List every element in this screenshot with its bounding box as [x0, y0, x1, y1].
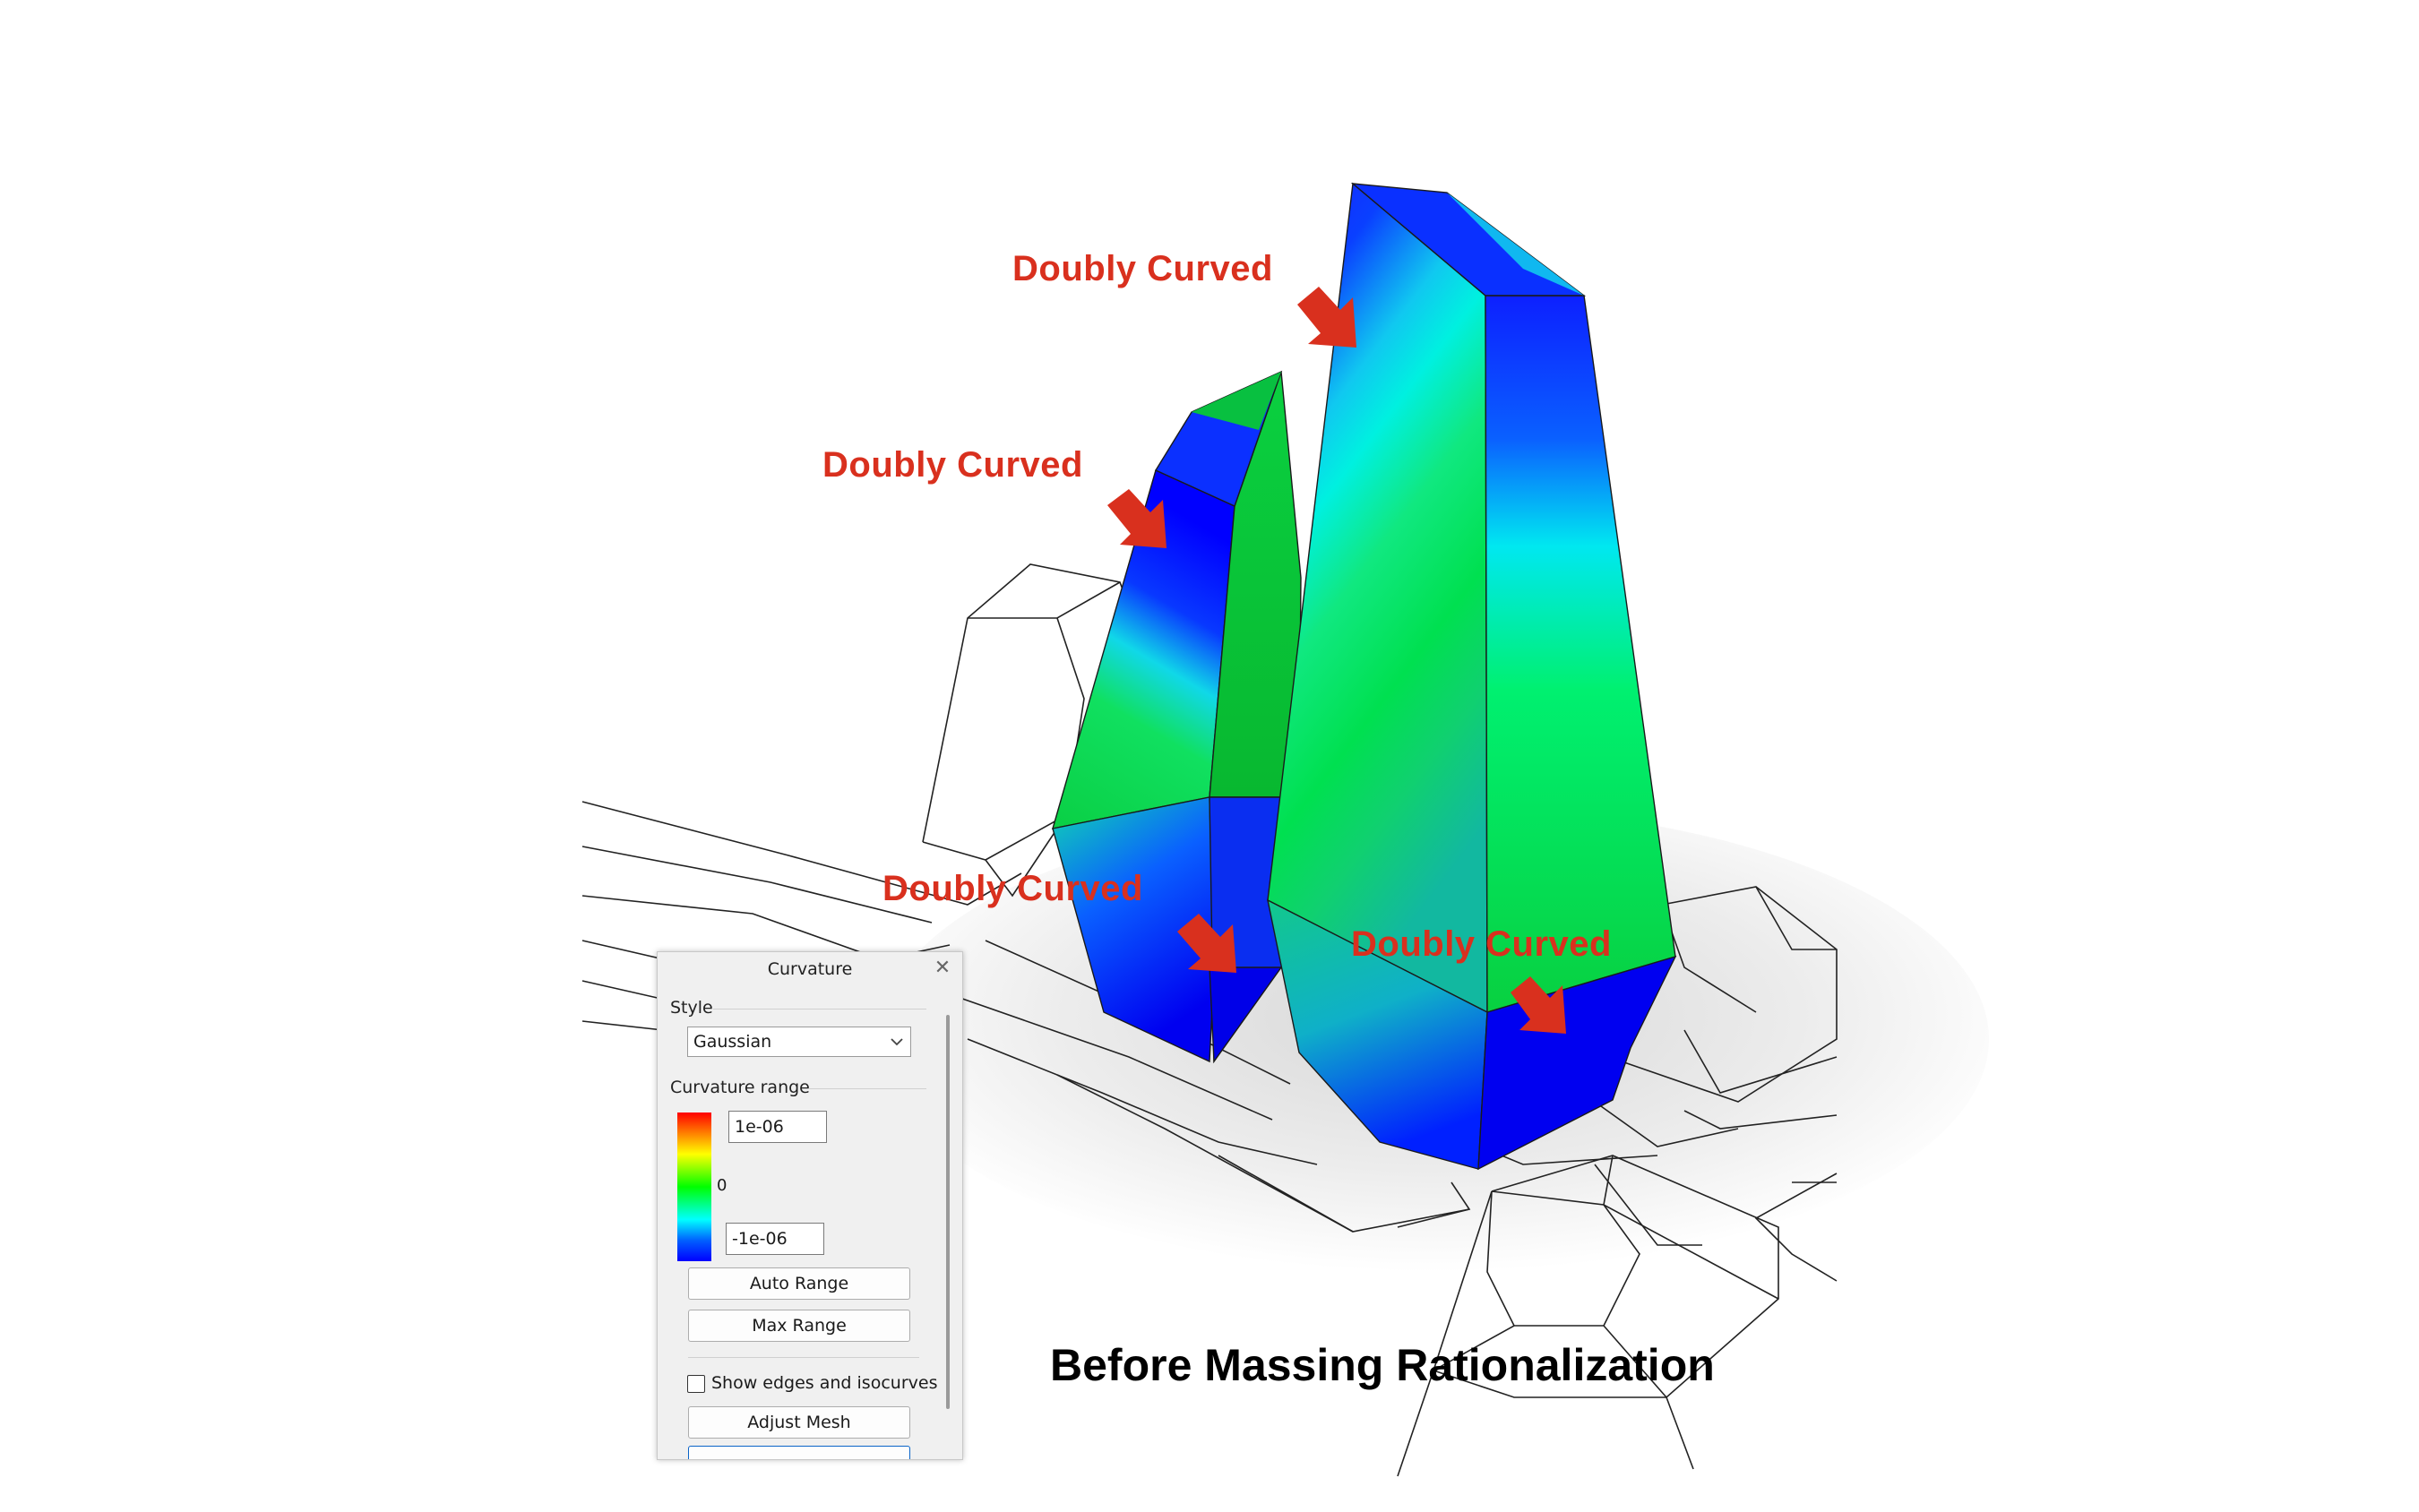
curvature-range-label: Curvature range — [670, 1078, 810, 1097]
show-edges-label: Show edges and isocurves — [711, 1373, 938, 1393]
caption-before-massing: Before Massing Rationalization — [1050, 1340, 1715, 1390]
divider — [688, 1357, 919, 1358]
annotation-doubly-curved-1: Doubly Curved — [1012, 249, 1273, 288]
arrow-icon — [1297, 287, 1356, 348]
arrow-icon — [1177, 914, 1236, 973]
show-edges-checkbox[interactable] — [687, 1375, 705, 1393]
panel-scrollbar[interactable] — [946, 1015, 950, 1409]
small-tower-base-dark — [1209, 966, 1283, 1064]
annotation-arrows — [1107, 287, 1566, 1034]
small-tower-top-inner — [1192, 372, 1281, 430]
small-tower[interactable] — [1052, 370, 1302, 1064]
annotation-doubly-curved-3: Doubly Curved — [882, 869, 1143, 908]
big-tower-lower-front — [1267, 898, 1488, 1170]
arrow-icon — [1511, 976, 1566, 1034]
next-button-partial[interactable] — [688, 1446, 910, 1459]
style-dropdown[interactable]: Gaussian — [687, 1027, 911, 1057]
big-tower-side-face — [1485, 295, 1676, 1013]
chevron-down-icon — [891, 1038, 903, 1046]
close-icon[interactable]: ✕ — [934, 957, 951, 979]
style-dropdown-value: Gaussian — [693, 1032, 772, 1052]
arrow-icon — [1107, 489, 1166, 548]
min-curvature-input[interactable]: -1e-06 — [726, 1223, 824, 1255]
divider — [808, 1088, 926, 1089]
style-label: Style — [670, 998, 713, 1018]
max-range-button[interactable]: Max Range — [688, 1310, 910, 1342]
curvature-panel[interactable]: Curvature ✕ Style Gaussian Curvature ran… — [657, 951, 963, 1460]
max-curvature-input[interactable]: 1e-06 — [728, 1111, 827, 1143]
big-tower-top-inner — [1447, 193, 1584, 296]
annotation-doubly-curved-4: Doubly Curved — [1351, 924, 1612, 964]
auto-range-button[interactable]: Auto Range — [688, 1267, 910, 1300]
big-tower[interactable] — [1267, 182, 1677, 1171]
curvature-color-ramp — [677, 1113, 711, 1261]
zero-label: 0 — [717, 1176, 727, 1195]
panel-title: Curvature — [767, 959, 853, 979]
annotation-doubly-curved-2: Doubly Curved — [822, 445, 1083, 485]
adjust-mesh-button[interactable]: Adjust Mesh — [688, 1406, 910, 1439]
